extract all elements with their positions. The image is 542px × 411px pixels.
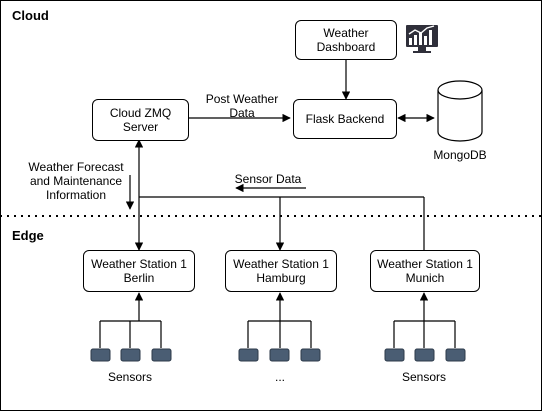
sensor-icon <box>384 348 405 362</box>
node-flask-backend[interactable]: Flask Backend <box>293 99 397 139</box>
node-station-berlin[interactable]: Weather Station 1 Berlin <box>83 250 195 292</box>
label-sensors-munich: Sensors <box>401 370 447 384</box>
sensor-tree-hamburg <box>247 292 312 348</box>
sensor-icon <box>151 348 172 362</box>
node-station-munich[interactable]: Weather Station 1 Munich <box>370 250 480 292</box>
label-sensor-data: Sensor Data <box>234 172 302 186</box>
label-forecast-maintenance: Weather Forecast and Maintenance Informa… <box>28 160 124 202</box>
label-sensors-hamburg: ... <box>274 370 285 384</box>
cylinder-icon <box>437 80 483 142</box>
sensor-icon <box>120 348 141 362</box>
sensor-icon <box>300 348 321 362</box>
node-cloud-zmq-server[interactable]: Cloud ZMQ Server <box>92 99 189 141</box>
label-post-weather-data: Post Weather Data <box>205 92 279 120</box>
sensor-icon <box>238 348 259 362</box>
sensor-tree-berlin <box>99 292 162 348</box>
node-weather-dashboard[interactable]: Weather Dashboard <box>295 20 397 60</box>
label-mongodb: MongoDB <box>433 148 487 162</box>
node-station-hamburg[interactable]: Weather Station 1 Hamburg <box>225 250 337 292</box>
monitor-chart-icon <box>406 25 438 53</box>
sensor-icon <box>90 348 111 362</box>
sensor-icon <box>414 348 435 362</box>
sensor-chips <box>90 348 466 362</box>
zone-label-cloud: Cloud <box>12 8 49 23</box>
zone-label-edge: Edge <box>12 228 44 243</box>
sensor-icon <box>445 348 466 362</box>
sensor-tree-munich <box>393 292 456 348</box>
sensor-icon <box>269 348 290 362</box>
label-sensors-berlin: Sensors <box>107 370 153 384</box>
